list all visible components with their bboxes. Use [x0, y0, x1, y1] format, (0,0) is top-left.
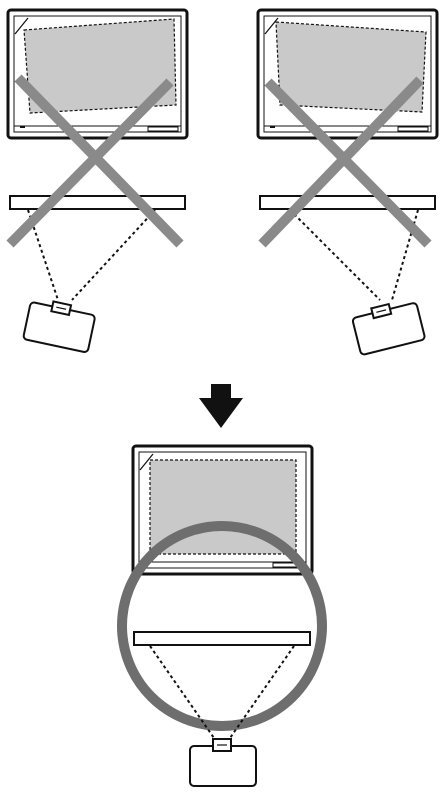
projector-shelf: [9, 195, 186, 210]
cross-mark-icon: [258, 76, 432, 248]
whiteboard: [6, 8, 189, 140]
circle-mark-icon: [117, 521, 327, 731]
panel-bottom-correct: [117, 444, 327, 787]
projector-shelf: [259, 195, 436, 210]
projector-shelf: [133, 631, 311, 646]
projector-icon: [189, 738, 257, 787]
projection-lines: [289, 209, 419, 301]
projector-icon: [22, 300, 96, 353]
projection-lines: [27, 209, 156, 301]
down-arrow-icon: [199, 384, 243, 428]
panel-left-incorrect: [6, 8, 189, 353]
projector-icon: [351, 302, 426, 356]
cross-mark-icon: [6, 74, 184, 248]
projection-lines: [149, 645, 295, 739]
projected-image: [275, 21, 427, 113]
whiteboard: [256, 8, 439, 140]
panel-right-incorrect: [256, 8, 439, 356]
